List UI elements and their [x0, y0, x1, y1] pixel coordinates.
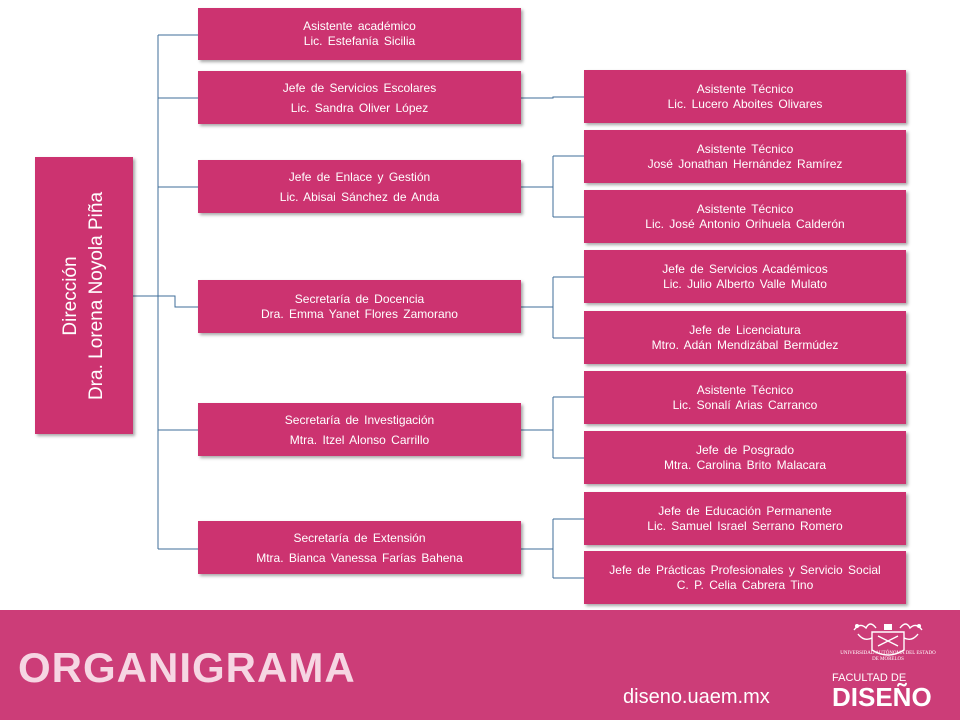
footer-banner: ORGANIGRAMA diseno.uaem.mx UNIVERSIDAD A…: [0, 610, 960, 720]
box-secretaria-investigacion: Secretaría de Investigación Mtra. Itzel …: [198, 403, 521, 456]
page-title: ORGANIGRAMA: [18, 644, 356, 691]
box-name: Mtra. Carolina Brito Malacara: [663, 457, 827, 472]
root-title: Dirección: [60, 255, 81, 336]
box-name: Lic. José Antonio Orihuela Calderón: [645, 216, 845, 231]
box-title: Jefe de Enlace y Gestión: [288, 169, 431, 184]
box-educacion-permanente: Jefe de Educación Permanente Lic. Samuel…: [584, 492, 906, 545]
box-asistente-tecnico-4: Asistente Técnico Lic. Sonalí Arias Carr…: [584, 371, 906, 424]
box-servicios-academicos: Jefe de Servicios Académicos Lic. Julio …: [584, 250, 906, 303]
box-asistente-academico: Asistente académico Lic. Estefanía Sicil…: [198, 8, 521, 60]
box-name: Lic. Julio Alberto Valle Mulato: [663, 276, 827, 291]
box-name: Lic. Sonalí Arias Carranco: [672, 397, 818, 412]
connector-lines: [133, 34, 584, 579]
website-link[interactable]: diseno.uaem.mx: [623, 686, 770, 708]
box-name: Lic. Sandra Oliver López: [290, 100, 429, 115]
box-name: Dra. Emma Yanet Flores Zamorano: [261, 306, 458, 321]
university-seal-icon: [853, 623, 923, 656]
box-secretaria-extension: Secretaría de Extensión Mtra. Bianca Van…: [198, 521, 521, 574]
box-name: Mtro. Adán Mendizábal Bermúdez: [651, 337, 839, 352]
box-name: Mtra. Itzel Alonso Carrillo: [289, 432, 430, 447]
box-name: Lic. Abisai Sánchez de Anda: [279, 189, 440, 204]
box-title: Jefe de Licenciatura: [689, 322, 801, 337]
box-title: Jefe de Posgrado: [695, 442, 795, 457]
box-name: Lic. Lucero Aboites Olivares: [667, 96, 823, 111]
box-title: Asistente Técnico: [696, 81, 794, 96]
box-name: Lic. Samuel Israel Serrano Romero: [647, 518, 843, 533]
box-name: Mtra. Bianca Vanessa Farías Bahena: [256, 550, 463, 565]
box-title: Secretaría de Extensión: [293, 530, 426, 545]
box-asistente-tecnico-3: Asistente Técnico Lic. José Antonio Orih…: [584, 190, 906, 243]
box-title: Secretaría de Investigación: [284, 412, 435, 427]
box-name: Lic. Estefanía Sicilia: [303, 34, 416, 48]
box-title: Jefe de Servicios Académicos: [662, 261, 828, 276]
faculty-label: FACULTAD DE: [832, 672, 907, 684]
faculty-name: DISEÑO: [832, 682, 932, 712]
box-enlace-gestion: Jefe de Enlace y Gestión Lic. Abisai Sán…: [198, 160, 521, 213]
box-title: Asistente académico: [303, 19, 416, 33]
root-name: Dra. Lorena Noyola Piña: [86, 191, 107, 400]
box-title: Jefe de Educación Permanente: [658, 503, 832, 518]
university-name: UNIVERSIDAD AUTÓNOMA DEL ESTADO DE MOREL…: [840, 651, 936, 662]
box-secretaria-docencia: Secretaría de Docencia Dra. Emma Yanet F…: [198, 280, 521, 333]
root-label: Dirección Dra. Lorena Noyola Piña: [58, 191, 110, 399]
box-asistente-tecnico-1: Asistente Técnico Lic. Lucero Aboites Ol…: [584, 70, 906, 123]
box-title: Asistente Técnico: [696, 201, 794, 216]
box-asistente-tecnico-2: Asistente Técnico José Jonathan Hernánde…: [584, 130, 906, 183]
box-title: Jefe de Servicios Escolares: [282, 80, 437, 95]
box-practicas-profesionales: Jefe de Prácticas Profesionales y Servic…: [584, 551, 906, 604]
box-name: C. P. Celia Cabrera Tino: [676, 577, 814, 592]
box-title: Jefe de Prácticas Profesionales y Servic…: [609, 562, 881, 577]
box-name: José Jonathan Hernández Ramírez: [647, 156, 843, 171]
org-chart: Dirección Dra. Lorena Noyola Piña Asiste…: [35, 8, 906, 604]
root-box-direccion: Dirección Dra. Lorena Noyola Piña: [35, 157, 133, 434]
box-title: Asistente Técnico: [696, 382, 794, 397]
box-posgrado: Jefe de Posgrado Mtra. Carolina Brito Ma…: [584, 431, 906, 484]
box-title: Asistente Técnico: [696, 141, 794, 156]
box-servicios-escolares: Jefe de Servicios Escolares Lic. Sandra …: [198, 71, 521, 124]
connector: [521, 96, 584, 99]
box-title: Secretaría de Docencia: [294, 291, 425, 306]
connector: [158, 295, 198, 308]
box-licenciatura: Jefe de Licenciatura Mtro. Adán Mendizáb…: [584, 311, 906, 364]
